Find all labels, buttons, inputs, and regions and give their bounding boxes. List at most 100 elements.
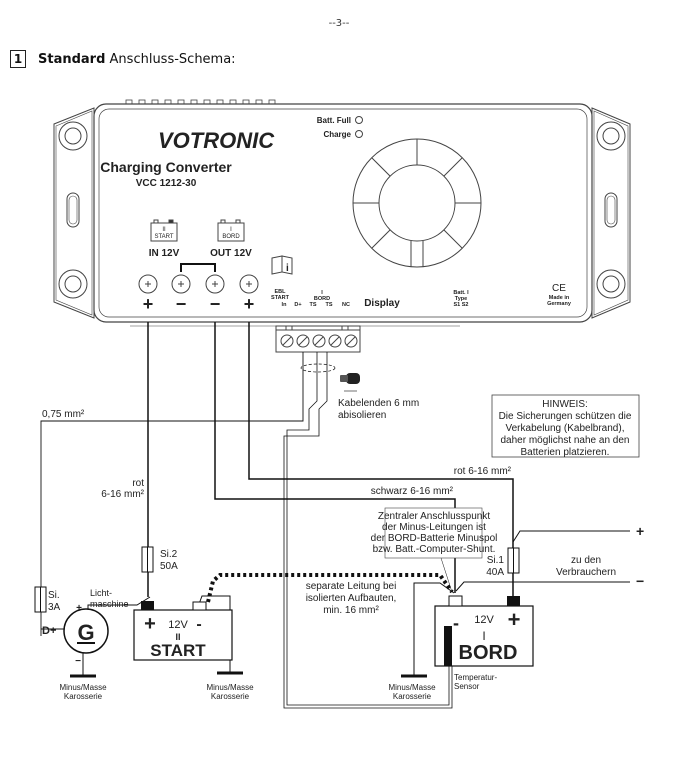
dplus-label: D+ <box>42 625 56 637</box>
led-charge-icon <box>355 130 363 138</box>
generator-symbol: G <box>77 620 94 645</box>
rot-label-2: 6-16 mm² <box>101 489 144 500</box>
schwarz-label: schwarz 6-16 mm² <box>371 486 454 497</box>
si-label: Si. <box>48 590 60 601</box>
start-plus-post-icon <box>141 601 154 610</box>
out-12v-label: OUT 12V <box>210 248 252 259</box>
ce-mark: CE <box>552 283 566 294</box>
central-note-line-3: der BORD-Batterie Minuspol <box>371 533 498 544</box>
batt-type-label-2: Type <box>455 296 467 302</box>
strip-label-1: Kabelenden 6 mm <box>338 398 419 409</box>
cable-end-icon <box>340 373 360 392</box>
alternator-generator: G <box>63 608 109 654</box>
display-port-label: Display <box>364 298 400 309</box>
start-battery-name: START <box>150 641 206 660</box>
made-in-label-2: Germany <box>547 301 572 307</box>
start-minus-sign: - <box>196 616 201 633</box>
verbraucher-label-1: zu den <box>571 555 601 566</box>
si1-label: Si.1 <box>487 555 505 566</box>
nc-pin-label: NC <box>342 302 350 308</box>
hinweis-line-1: Die Sicherungen schützen die <box>499 411 632 422</box>
section-title-rest: Anschluss-Schema: <box>105 51 236 67</box>
ebl-label: EBL <box>275 289 287 295</box>
start-voltage: 12V <box>168 619 188 631</box>
masse-label-6: Karosserie <box>393 692 432 701</box>
led-charge-label: Charge <box>323 130 351 139</box>
central-note-line-1: Zentraler Anschlusspunkt <box>378 511 491 522</box>
verbraucher-label-2: Verbrauchern <box>556 567 616 578</box>
hinweis-note-box: HINWEIS: Die Sicherungen schützen die Ve… <box>491 394 640 458</box>
masse-label-1: Minus/Masse <box>59 683 107 692</box>
in-battery-icon <box>150 219 178 242</box>
temperature-sensor-icon <box>444 626 452 666</box>
out-battery-icon <box>217 219 245 242</box>
bord-battery: - 12V + I BORD <box>434 595 534 667</box>
in-12v-label: IN 12V <box>149 248 180 259</box>
terminal-out-plus-sign: + <box>244 294 255 314</box>
bord-voltage: 12V <box>474 614 494 626</box>
led-batt-full-label: Batt. Full <box>317 116 351 125</box>
manual-info-icon <box>271 255 293 275</box>
ts2-pin-label: TS <box>325 302 332 308</box>
separate-label-3: min. 16 mm² <box>323 605 379 616</box>
terminal-in-plus-sign: + <box>143 294 154 314</box>
licht-label-2: maschine <box>90 599 129 609</box>
generator-plus-label: + <box>76 603 82 614</box>
info-i-glyph: i <box>286 263 289 274</box>
masse-label-4: Karosserie <box>211 692 250 701</box>
brand-logo: VOTRONIC <box>158 128 275 153</box>
in-pin-label: In <box>282 302 288 308</box>
separate-label-2: isolierten Aufbauten, <box>306 593 397 604</box>
hinweis-line-4: Batterien platzieren. <box>521 447 610 458</box>
si2-label: Si.2 <box>160 549 178 560</box>
in-battery-name: START <box>154 234 173 240</box>
masse-label-2: Karosserie <box>64 692 103 701</box>
central-note-line-2: der Minus-Leitungen ist <box>382 522 486 533</box>
bord-plus-post-icon <box>507 596 520 606</box>
section-title: Standard Anschluss-Schema: <box>38 52 236 67</box>
si2-rating: 50A <box>160 561 178 572</box>
rot-label-1: rot <box>132 478 144 489</box>
bord-minus-sign: - <box>453 613 459 633</box>
model-number: VCC 1212-30 <box>136 178 197 189</box>
terminal-out-minus-sign: − <box>210 294 221 314</box>
si-rating: 3A <box>48 602 61 613</box>
hinweis-title: HINWEIS: <box>542 399 588 410</box>
bord-minus-post-icon <box>448 595 463 607</box>
generator-minus-label: − <box>75 656 81 667</box>
terminal-in-minus-sign: − <box>176 294 187 314</box>
separate-label-1: separate Leitung bei <box>306 581 397 592</box>
dplus-pin-label: D+ <box>294 302 301 308</box>
masse-label-3: Minus/Masse <box>206 683 254 692</box>
cable-075-label: 0,75 mm² <box>42 409 85 420</box>
ts1-pin-label: TS <box>309 302 316 308</box>
made-in-label-1: Made in <box>549 295 570 301</box>
central-ground-note-box: Zentraler Anschlusspunkt der Minus-Leitu… <box>371 507 498 559</box>
batt-type-label-1: Batt. I <box>453 290 469 296</box>
section-number: 1 <box>10 50 26 68</box>
fan-icon <box>352 138 482 268</box>
bord-battery-name: BORD <box>459 642 518 664</box>
strip-label-2: abisolieren <box>338 410 386 421</box>
terminal-screws <box>138 274 259 294</box>
ground-symbols <box>70 671 427 678</box>
start-battery-num: II <box>175 632 180 642</box>
hinweis-line-2: Verkabelung (Kabelbrand), <box>506 423 625 434</box>
consumer-plus-sign: + <box>636 523 644 539</box>
start-pin-label: START <box>271 295 290 301</box>
batt-type-label-3: S1 S2 <box>454 302 469 308</box>
central-note-line-4: bzw. Batt.-Computer-Shunt. <box>373 544 496 555</box>
temp-sensor-label-2: Sensor <box>454 682 480 691</box>
signal-pin-labels: EBL START In D+ I BORD TS TS NC Batt. I … <box>271 289 572 308</box>
masse-label-5: Minus/Masse <box>388 683 436 692</box>
rot-bord-label: rot 6-16 mm² <box>454 466 512 477</box>
product-name: Charging Converter <box>100 159 232 175</box>
led-batt-full-icon <box>355 116 363 124</box>
start-plus-sign: + <box>144 613 156 635</box>
signal-terminal-block <box>275 325 361 353</box>
start-battery: + 12V - II START <box>133 601 233 661</box>
bord-battery-num: I <box>482 629 485 643</box>
bord-num-label: I <box>321 290 323 296</box>
bord-pin-label: BORD <box>314 296 330 302</box>
